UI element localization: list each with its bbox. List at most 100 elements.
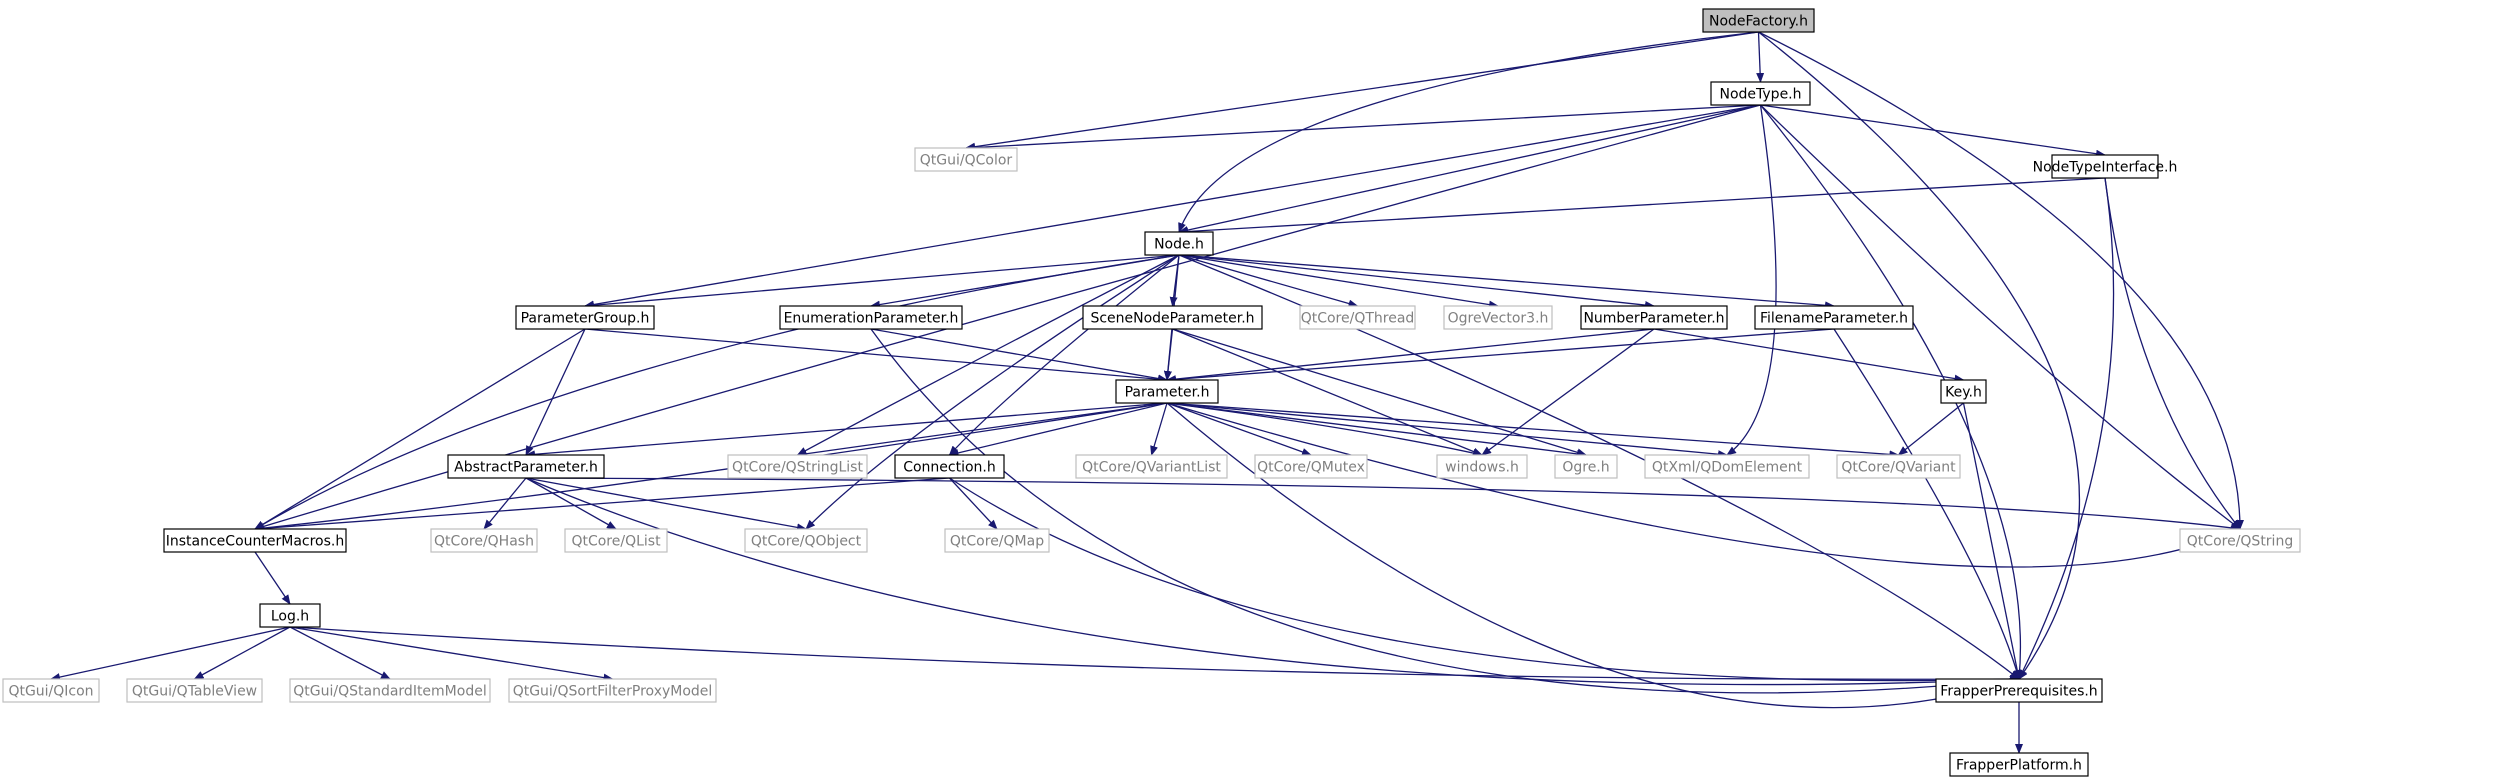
node-frapperplatform[interactable]: FrapperPlatform.h: [1949, 752, 2089, 777]
node-instancecountermacros[interactable]: InstanceCounterMacros.h: [163, 528, 347, 553]
edge-nodetype-to-qdomelement: [1726, 104, 1777, 456]
node-qstring: QtCore/QString: [2179, 528, 2301, 553]
node-label: QtCore/QMutex: [1257, 460, 1365, 476]
node-box: [1836, 454, 1961, 479]
node-box: [259, 603, 321, 628]
node-box: [1082, 305, 1263, 330]
edge-filenameparameter-to-parameter: [1166, 328, 1835, 384]
node-box: [779, 305, 963, 330]
node-label: QtGui/QStandardItemModel: [293, 684, 486, 700]
edge-parameter-to-qstringlist: [796, 402, 1168, 458]
node-filenameparameter[interactable]: FilenameParameter.h: [1754, 305, 1914, 330]
node-label: Connection.h: [903, 460, 996, 476]
edge-parameter-to-abstractparameter: [525, 402, 1168, 459]
node-label: QtGui/QTableView: [132, 684, 257, 700]
node-box: [1115, 379, 1219, 404]
edge-node-to-qobject: [805, 254, 1180, 530]
node-box: [126, 678, 263, 703]
node-log[interactable]: Log.h: [259, 603, 321, 628]
node-qhash: QtCore/QHash: [430, 528, 538, 553]
node-scenenodeparameter[interactable]: SceneNodeParameter.h: [1082, 305, 1263, 330]
edge-abstractparameter-to-qlist: [525, 477, 617, 530]
node-label: QtCore/QHash: [434, 534, 534, 550]
node-label: NodeFactory.h: [1709, 14, 1808, 30]
node-key[interactable]: Key.h: [1940, 379, 1987, 404]
node-box: [1949, 752, 2089, 777]
edge-scenenodeparameter-to-parameter: [1163, 328, 1174, 381]
node-qthread: QtCore/QThread: [1299, 305, 1416, 330]
edge-numberparameter-to-key: [1653, 328, 1965, 383]
node-label: QtCore/QObject: [751, 534, 862, 550]
edge-abstractparameter-to-qobject: [525, 477, 807, 532]
node-nodetype[interactable]: NodeType.h: [1710, 81, 1811, 106]
edge-node-to-parametergroup: [584, 254, 1180, 310]
node-parametergroup[interactable]: ParameterGroup.h: [515, 305, 655, 330]
node-box: [1254, 454, 1368, 479]
node-label: FrapperPrerequisites.h: [1940, 684, 2097, 700]
node-box: [1710, 81, 1811, 106]
node-label: QtGui/QColor: [920, 153, 1013, 169]
node-qstandarditemmodel: QtGui/QStandardItemModel: [289, 678, 491, 703]
edge-nodefactory-to-qcolor: [965, 31, 1759, 151]
edge-log-to-frapperprerequisites: [289, 626, 2020, 684]
edge-parametergroup-to-abstractparameter: [525, 328, 586, 456]
node-label: Log.h: [271, 609, 309, 625]
node-label: QtCore/QVariant: [1841, 460, 1956, 476]
edge-parameter-to-windows: [1166, 402, 1483, 457]
edge-scenenodeparameter-to-windows: [1172, 328, 1483, 456]
edge-connection-to-instancecountermacros: [254, 477, 950, 533]
edge-nodetype-to-nodetypeinterface: [1760, 104, 2106, 158]
node-windows: windows.h: [1436, 454, 1528, 479]
node-frapperprerequisites[interactable]: FrapperPrerequisites.h: [1935, 678, 2103, 703]
edge-parameter-to-qdomelement: [1166, 402, 1728, 459]
node-box: [2, 678, 100, 703]
edge-node-to-qstringlist: [796, 254, 1180, 456]
edge-node-to-qthread: [1178, 254, 1359, 308]
node-label: FrapperPlatform.h: [1956, 758, 2082, 774]
node-box: [1754, 305, 1914, 330]
node-label: QtCore/QMap: [950, 534, 1044, 550]
node-box: [744, 528, 868, 553]
node-qsortfilterproxymodel: QtGui/QSortFilterProxyModel: [508, 678, 717, 703]
edge-numberparameter-to-parameter: [1166, 328, 1655, 384]
edge-log-to-qsortfilterproxymodel: [289, 626, 614, 682]
node-nodefactory[interactable]: NodeFactory.h: [1702, 8, 1815, 33]
edge-key-to-qvariant: [1897, 402, 1964, 456]
node-box: [2051, 154, 2159, 179]
node-box: [289, 678, 491, 703]
edge-abstractparameter-to-qstring: [525, 477, 2241, 532]
node-label: InstanceCounterMacros.h: [166, 534, 344, 550]
node-qicon: QtGui/QIcon: [2, 678, 100, 703]
node-label: QtCore/QString: [2187, 534, 2293, 550]
node-label: QtXml/QDomElement: [1652, 460, 1803, 476]
edge-parameter-to-qmutex: [1166, 402, 1312, 456]
node-box: [163, 528, 347, 553]
node-numberparameter[interactable]: NumberParameter.h: [1580, 305, 1728, 330]
node-label: Key.h: [1945, 385, 1982, 401]
node-parameter[interactable]: Parameter.h: [1115, 379, 1219, 404]
edge-nodetype-to-node: [1178, 104, 1761, 234]
node-enumerationparameter[interactable]: EnumerationParameter.h: [779, 305, 963, 330]
node-box: [1580, 305, 1728, 330]
node-box: [1299, 305, 1416, 330]
node-label: QtGui/QIcon: [8, 684, 93, 700]
edge-node-to-instancecountermacros: [254, 254, 1180, 530]
node-box: [508, 678, 717, 703]
node-nodetypeinterface[interactable]: NodeTypeInterface.h: [2033, 154, 2178, 179]
node-box: [1935, 678, 2103, 703]
node-label: Parameter.h: [1125, 385, 1210, 401]
edge-log-to-qstandarditemmodel: [289, 626, 391, 680]
edge-node-to-connection: [948, 254, 1180, 456]
node-label: FilenameParameter.h: [1760, 311, 1908, 327]
edge-nodefactory-to-qstring: [1758, 31, 2244, 530]
edge-parameter-to-instancecountermacros: [254, 402, 1168, 533]
node-box: [515, 305, 655, 330]
node-connection[interactable]: Connection.h: [894, 454, 1005, 479]
node-label: OgreVector3.h: [1448, 311, 1549, 327]
node-abstractparameter[interactable]: AbstractParameter.h: [447, 454, 605, 479]
node-box: [1940, 379, 1987, 404]
node-node[interactable]: Node.h: [1144, 231, 1214, 256]
edge-parameter-to-ogre: [1166, 402, 1587, 458]
node-label: NodeType.h: [1719, 87, 1801, 103]
node-qvariantlist: QtCore/QVariantList: [1075, 454, 1228, 479]
